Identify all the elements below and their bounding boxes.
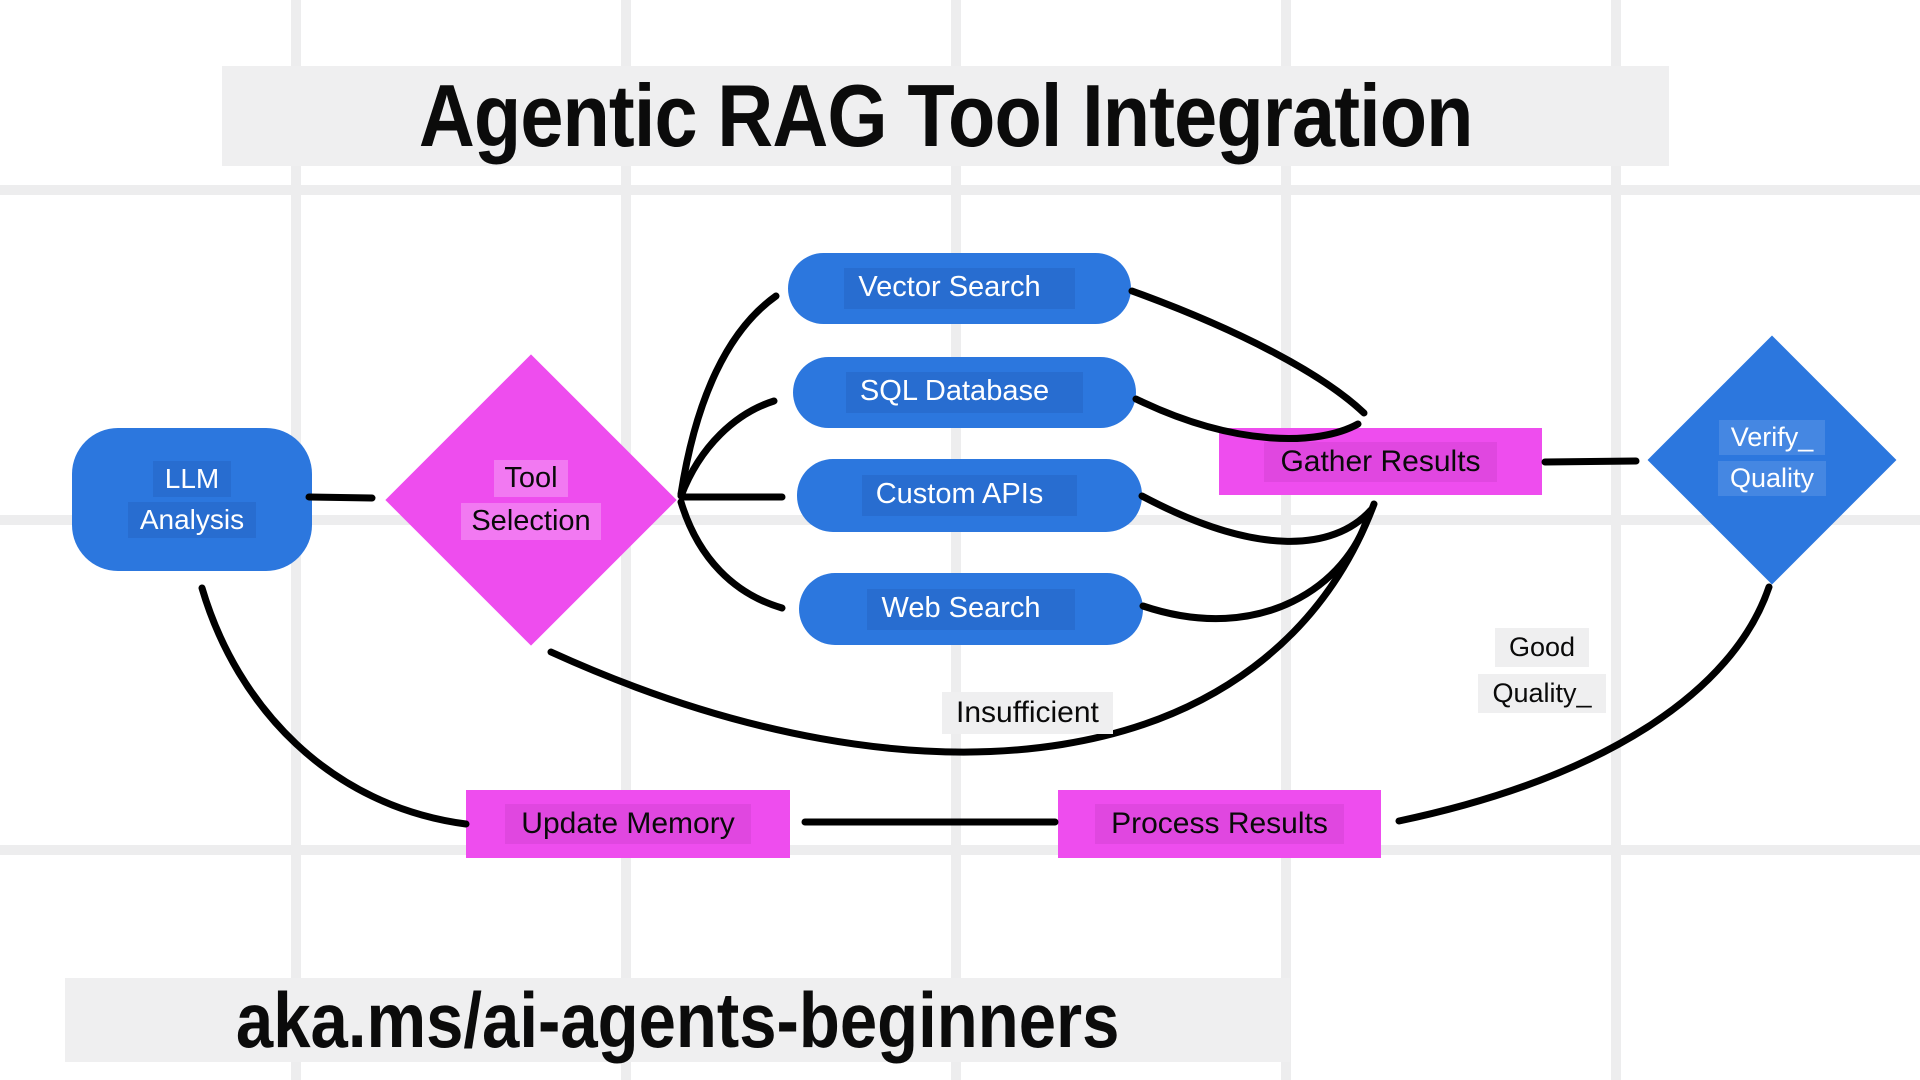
edge-tool-to-web xyxy=(677,498,786,612)
web-search-label: Web Search xyxy=(867,588,1075,630)
edge-label-good-quality: Good Quality_ xyxy=(1462,628,1622,713)
node-verify-quality-label: Verify_ Quality xyxy=(1672,403,1872,513)
edge-llm-to-tool xyxy=(305,493,376,502)
title-banner: Agentic RAG Tool Integration xyxy=(222,66,1669,166)
diagram-title: Agentic RAG Tool Integration xyxy=(418,66,1474,165)
vector-search-label: Vector Search xyxy=(844,268,1075,309)
update-memory-label: Update Memory xyxy=(505,804,751,844)
custom-apis-label: Custom APIs xyxy=(861,475,1078,516)
edge-tool-to-sql xyxy=(677,397,778,500)
node-update-memory: Update Memory xyxy=(466,790,790,858)
edge-update-to-llm xyxy=(198,584,470,828)
verify-quality-line2: Quality xyxy=(1717,461,1827,496)
llm-analysis-line2: Analysis xyxy=(127,502,257,538)
tool-pill-vector-search: Vector Search xyxy=(788,253,1131,324)
llm-analysis-line1: LLM xyxy=(152,461,232,497)
verify-quality-line1: Verify_ xyxy=(1718,420,1826,455)
tool-selection-line1: Tool xyxy=(494,460,568,497)
edge-web-to-gather xyxy=(1139,512,1372,623)
edge-custom-to-gather xyxy=(1138,492,1375,545)
tool-pill-custom-apis: Custom APIs xyxy=(797,459,1142,532)
tool-selection-line2: Selection xyxy=(461,503,601,540)
node-gather-results: Gather Results xyxy=(1219,428,1542,495)
tool-pill-web-search: Web Search xyxy=(799,573,1143,645)
good-quality-line2: Quality_ xyxy=(1478,674,1606,713)
process-results-label: Process Results xyxy=(1095,804,1344,844)
insufficient-text: Insufficient xyxy=(942,692,1113,734)
gather-results-label: Gather Results xyxy=(1264,441,1497,482)
edge-tool-to-vector xyxy=(677,292,780,498)
good-quality-line1: Good xyxy=(1494,628,1590,667)
sql-database-label: SQL Database xyxy=(845,372,1084,413)
edge-label-insufficient: Insufficient xyxy=(942,692,1113,734)
footer-link-text: aka.ms/ai-agents-beginners xyxy=(235,975,1120,1064)
node-process-results: Process Results xyxy=(1058,790,1381,858)
tool-pill-sql-database: SQL Database xyxy=(793,357,1136,428)
edge-gather-to-verify xyxy=(1541,457,1640,466)
node-tool-selection-label: Tool Selection xyxy=(421,442,641,558)
edge-vector-to-gather xyxy=(1128,287,1368,417)
node-llm-analysis: LLM Analysis xyxy=(72,428,312,571)
footer-banner: aka.ms/ai-agents-beginners xyxy=(65,976,1290,1064)
